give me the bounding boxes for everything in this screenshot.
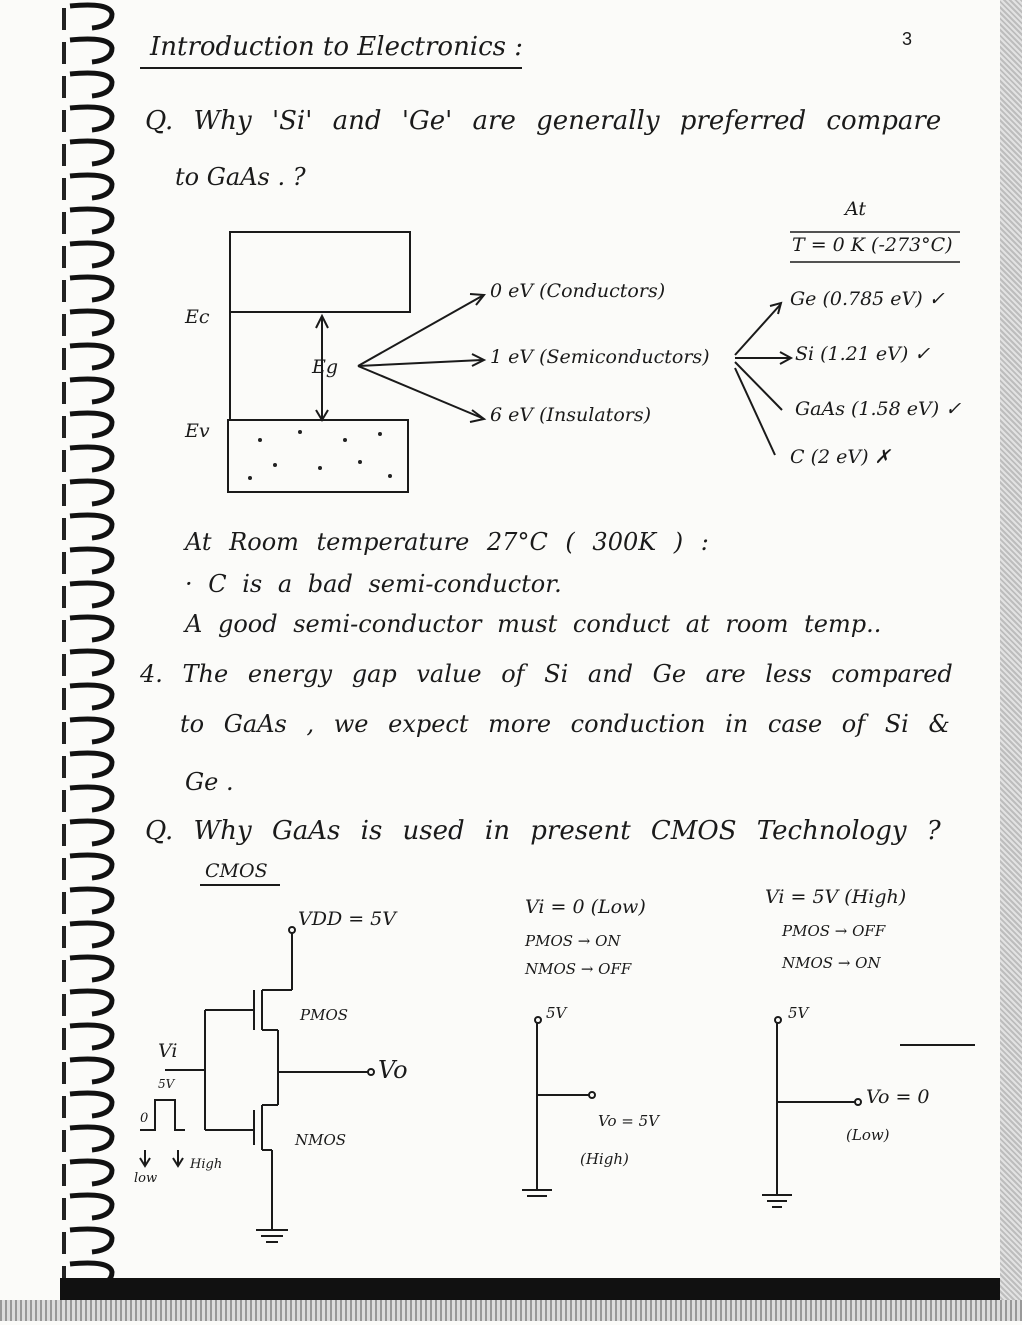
spiral-coils-icon <box>0 0 115 1321</box>
case-high-title: Vi = 5V (High) <box>765 886 907 908</box>
note-room-temp: At Room temperature 27°C ( 300K ) : <box>185 528 709 556</box>
case-low-output: Vo = 5V <box>598 1112 659 1130</box>
gap-insulators: 6 eV (Insulators) <box>490 404 651 426</box>
case-high-supply: 5V <box>788 1004 809 1022</box>
material-c: C (2 eV) ✗ <box>790 446 891 468</box>
note-good-semiconductor: A good semi-conductor must conduct at ro… <box>185 610 882 638</box>
case-high-pmos: PMOS → OFF <box>782 922 886 940</box>
vo-label: Vo <box>378 1056 408 1084</box>
nmos-label: NMOS <box>295 1131 347 1149</box>
question-1-line-1: Q. Why 'Si' and 'Ge' are generally prefe… <box>145 106 942 136</box>
case-low-supply: 5V <box>546 1004 567 1022</box>
high-input-switch <box>762 1016 862 1208</box>
zero-kelvin-label: T = 0 K (-273°C) <box>792 234 953 256</box>
case-low-pmos: PMOS → ON <box>525 932 621 950</box>
case-low-nmos: NMOS → OFF <box>525 960 632 978</box>
question-2: Q. Why GaAs is used in present CMOS Tech… <box>145 816 941 846</box>
eg-label: Eg <box>312 356 339 378</box>
input-0-label: 0 <box>140 1111 149 1126</box>
question-1-line-2: to GaAs . ? <box>175 163 306 191</box>
note-energy-gap-1: 4. The energy gap value of Si and Ge are… <box>140 660 953 688</box>
input-low-label: low <box>134 1171 158 1186</box>
case-high-output: Vo = 0 <box>866 1086 930 1108</box>
page-title: Introduction to Electronics : <box>150 32 524 62</box>
input-5v-label: 5V <box>158 1077 175 1091</box>
note-c-bad: · C is a bad semi-conductor. <box>185 570 562 598</box>
vdd-label: VDD = 5V <box>298 908 396 930</box>
case-low-title: Vi = 0 (Low) <box>525 896 646 918</box>
bottom-border <box>60 1278 1000 1300</box>
vi-label: Vi <box>158 1040 178 1062</box>
material-ge: Ge (0.785 eV) ✓ <box>790 288 945 310</box>
low-input-switch <box>522 1016 596 1197</box>
input-high-label: High <box>190 1157 223 1172</box>
note-energy-gap-3: Ge . <box>185 768 234 796</box>
scan-edge <box>0 1300 1022 1321</box>
case-low-output-state: (High) <box>580 1150 629 1168</box>
case-high-nmos: NMOS → ON <box>782 954 881 972</box>
pmos-label: PMOS <box>300 1006 349 1024</box>
note-energy-gap-2: to GaAs , we expect more conduction in c… <box>180 710 950 738</box>
material-si: Si (1.21 eV) ✓ <box>795 343 931 365</box>
cmos-circuit <box>139 884 375 1243</box>
at-label: At <box>845 198 867 220</box>
material-gaas: GaAs (1.58 eV) ✓ <box>795 398 962 420</box>
band-diagram <box>227 231 960 493</box>
cmos-heading: CMOS <box>205 860 268 882</box>
gap-semiconductors: 1 eV (Semiconductors) <box>490 346 710 368</box>
page-edge <box>1000 0 1022 1321</box>
gap-conductors: 0 eV (Conductors) <box>490 280 666 302</box>
spiral-binding <box>0 0 115 1321</box>
ev-label: Ev <box>185 420 210 442</box>
case-high-output-state: (Low) <box>846 1126 890 1144</box>
page-number: 3 <box>902 29 913 49</box>
ec-label: Ec <box>185 306 210 328</box>
